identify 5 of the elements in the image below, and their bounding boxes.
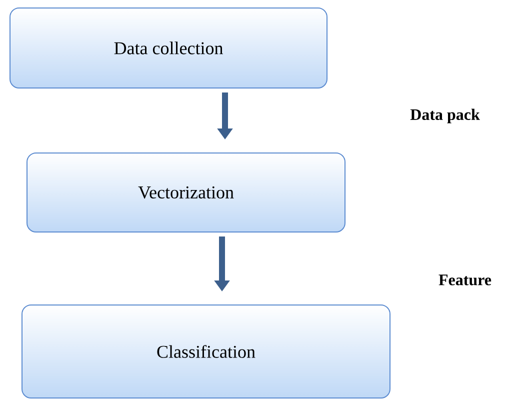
process-box: Vectorization	[26, 152, 346, 232]
process-box: Classification	[22, 304, 390, 398]
process-box: Data collection	[10, 8, 328, 88]
note-label: Feature	[438, 274, 492, 286]
note-label: Data pack	[410, 108, 480, 124]
